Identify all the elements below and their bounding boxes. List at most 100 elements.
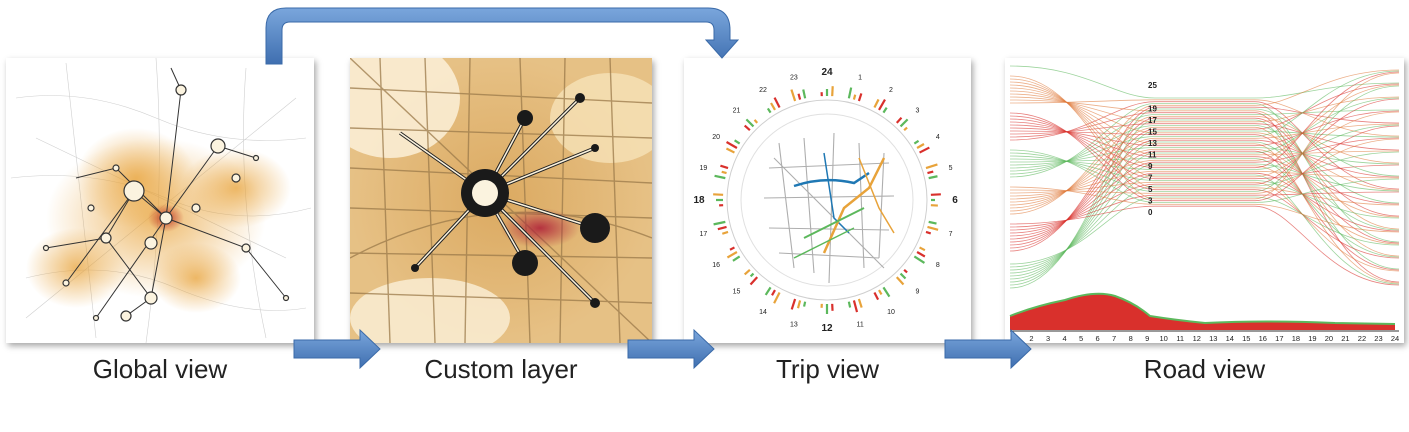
- trip-hour-label: 23: [790, 74, 798, 81]
- trip-hour-bar: [878, 289, 883, 295]
- trip-hour-bar: [770, 102, 776, 111]
- trip-hour-label: 6: [952, 195, 958, 206]
- road-hour-tick: 23: [1374, 334, 1382, 343]
- trip-hour-bar: [764, 286, 772, 296]
- road-axis-label: 3: [1148, 197, 1153, 206]
- trip-hour-label: 8: [936, 262, 940, 269]
- trip-hour-bar: [796, 300, 802, 309]
- trip-hour-bar: [773, 292, 781, 304]
- road-hour-tick: 15: [1242, 334, 1250, 343]
- trip-hour-bar: [713, 220, 726, 226]
- road-area-chart: [1010, 293, 1395, 330]
- trip-hour-label: 10: [887, 309, 895, 316]
- trip-hour-bar: [928, 220, 937, 225]
- road-line: [1009, 181, 1400, 272]
- trip-hour-bar: [790, 89, 797, 102]
- road-line: [1009, 119, 1400, 286]
- trip-hour-bar: [878, 98, 886, 111]
- heatmap-blobs: [26, 128, 291, 313]
- road-line: [1009, 205, 1400, 286]
- road-line: [1009, 138, 1400, 194]
- trip-hour-label: 13: [790, 322, 798, 329]
- trip-hour-bar: [925, 163, 938, 170]
- road-line: [1009, 72, 1400, 200]
- trip-hour-bar: [734, 139, 741, 145]
- trip-hour-bar: [928, 175, 938, 180]
- trip-hour-bar: [847, 301, 852, 308]
- road-line: [1009, 191, 1400, 228]
- trip-hour-label: 15: [733, 289, 741, 296]
- road-hour-tick: 2: [1029, 334, 1033, 343]
- trip-hour-bar: [852, 300, 859, 313]
- road-grid: [350, 58, 652, 343]
- custom-layer-map: [350, 58, 652, 343]
- trip-hour-bar: [919, 246, 926, 252]
- trip-hour-bar: [927, 170, 934, 175]
- caption-road-view: Road view: [1143, 354, 1266, 384]
- road-line: [1009, 196, 1400, 265]
- road-line: [1009, 112, 1400, 202]
- trip-hour-label: 17: [699, 231, 707, 238]
- trip-hour-label: 24: [821, 67, 833, 78]
- trip-hour-label: 9: [916, 289, 920, 296]
- road-line: [1009, 97, 1400, 277]
- road-hour-tick: 17: [1275, 334, 1283, 343]
- road-lines: [1009, 65, 1400, 289]
- trip-hour-bar: [916, 143, 925, 149]
- caption-custom-layer: Custom layer: [424, 354, 578, 384]
- trip-hour-bar: [721, 230, 729, 235]
- trip-hour-bar: [753, 119, 759, 124]
- road-line: [1009, 84, 1400, 200]
- trip-hour-bar: [903, 268, 908, 274]
- road-hour-tick: 8: [1129, 334, 1133, 343]
- road-axis-label: 7: [1148, 174, 1153, 183]
- trip-hour-bar: [790, 298, 797, 310]
- trip-hour-label: 12: [821, 323, 833, 334]
- road-hour-tick: 6: [1096, 334, 1100, 343]
- road-hour-tick: 1: [1013, 334, 1017, 343]
- trip-hour-bar: [720, 164, 729, 170]
- road-hour-tick: 22: [1358, 334, 1366, 343]
- trip-hour-bar: [725, 147, 735, 154]
- road-hour-tick: 24: [1391, 334, 1399, 343]
- road-hour-tick: 19: [1308, 334, 1316, 343]
- road-line: [1009, 83, 1400, 246]
- trip-hour-bar: [771, 289, 776, 296]
- trip-hour-bar: [882, 286, 891, 298]
- trip-hour-bar: [721, 170, 727, 175]
- road-line: [1009, 70, 1400, 169]
- road-axis-label: 15: [1148, 128, 1157, 137]
- trip-hour-bar: [797, 93, 802, 100]
- road-hour-tick: 20: [1325, 334, 1333, 343]
- trip-hour-bar: [857, 298, 863, 308]
- trip-hour-label: 4: [936, 134, 940, 141]
- road-line: [1009, 93, 1400, 191]
- trip-hour-bar: [725, 141, 738, 149]
- road-line: [1009, 112, 1400, 283]
- trip-hour-bar: [803, 301, 807, 307]
- trip-hour-bar: [802, 89, 807, 99]
- trip-hour-label: 22: [759, 87, 767, 94]
- arrow-global-to-trip: [265, 7, 740, 65]
- trip-hour-bar: [749, 276, 759, 286]
- trip-hour-label: 20: [712, 134, 720, 141]
- trip-hour-bar: [773, 97, 781, 108]
- trip-hour-bar: [743, 268, 751, 276]
- road-line: [1009, 98, 1400, 231]
- road-hour-tick: 3: [1046, 334, 1050, 343]
- trip-hour-bar: [913, 255, 926, 264]
- road-hour-tick: 4: [1062, 334, 1066, 343]
- road-axis-label: 5: [1148, 185, 1153, 194]
- road-hour-tick: 10: [1160, 334, 1168, 343]
- trip-hour-bar: [916, 251, 926, 258]
- caption-trip-view: Trip view: [775, 354, 880, 384]
- road-line: [1009, 103, 1400, 243]
- trip-hour-bar: [919, 146, 930, 154]
- road-hour-tick: 9: [1145, 334, 1149, 343]
- trip-hour-label: 18: [693, 195, 705, 206]
